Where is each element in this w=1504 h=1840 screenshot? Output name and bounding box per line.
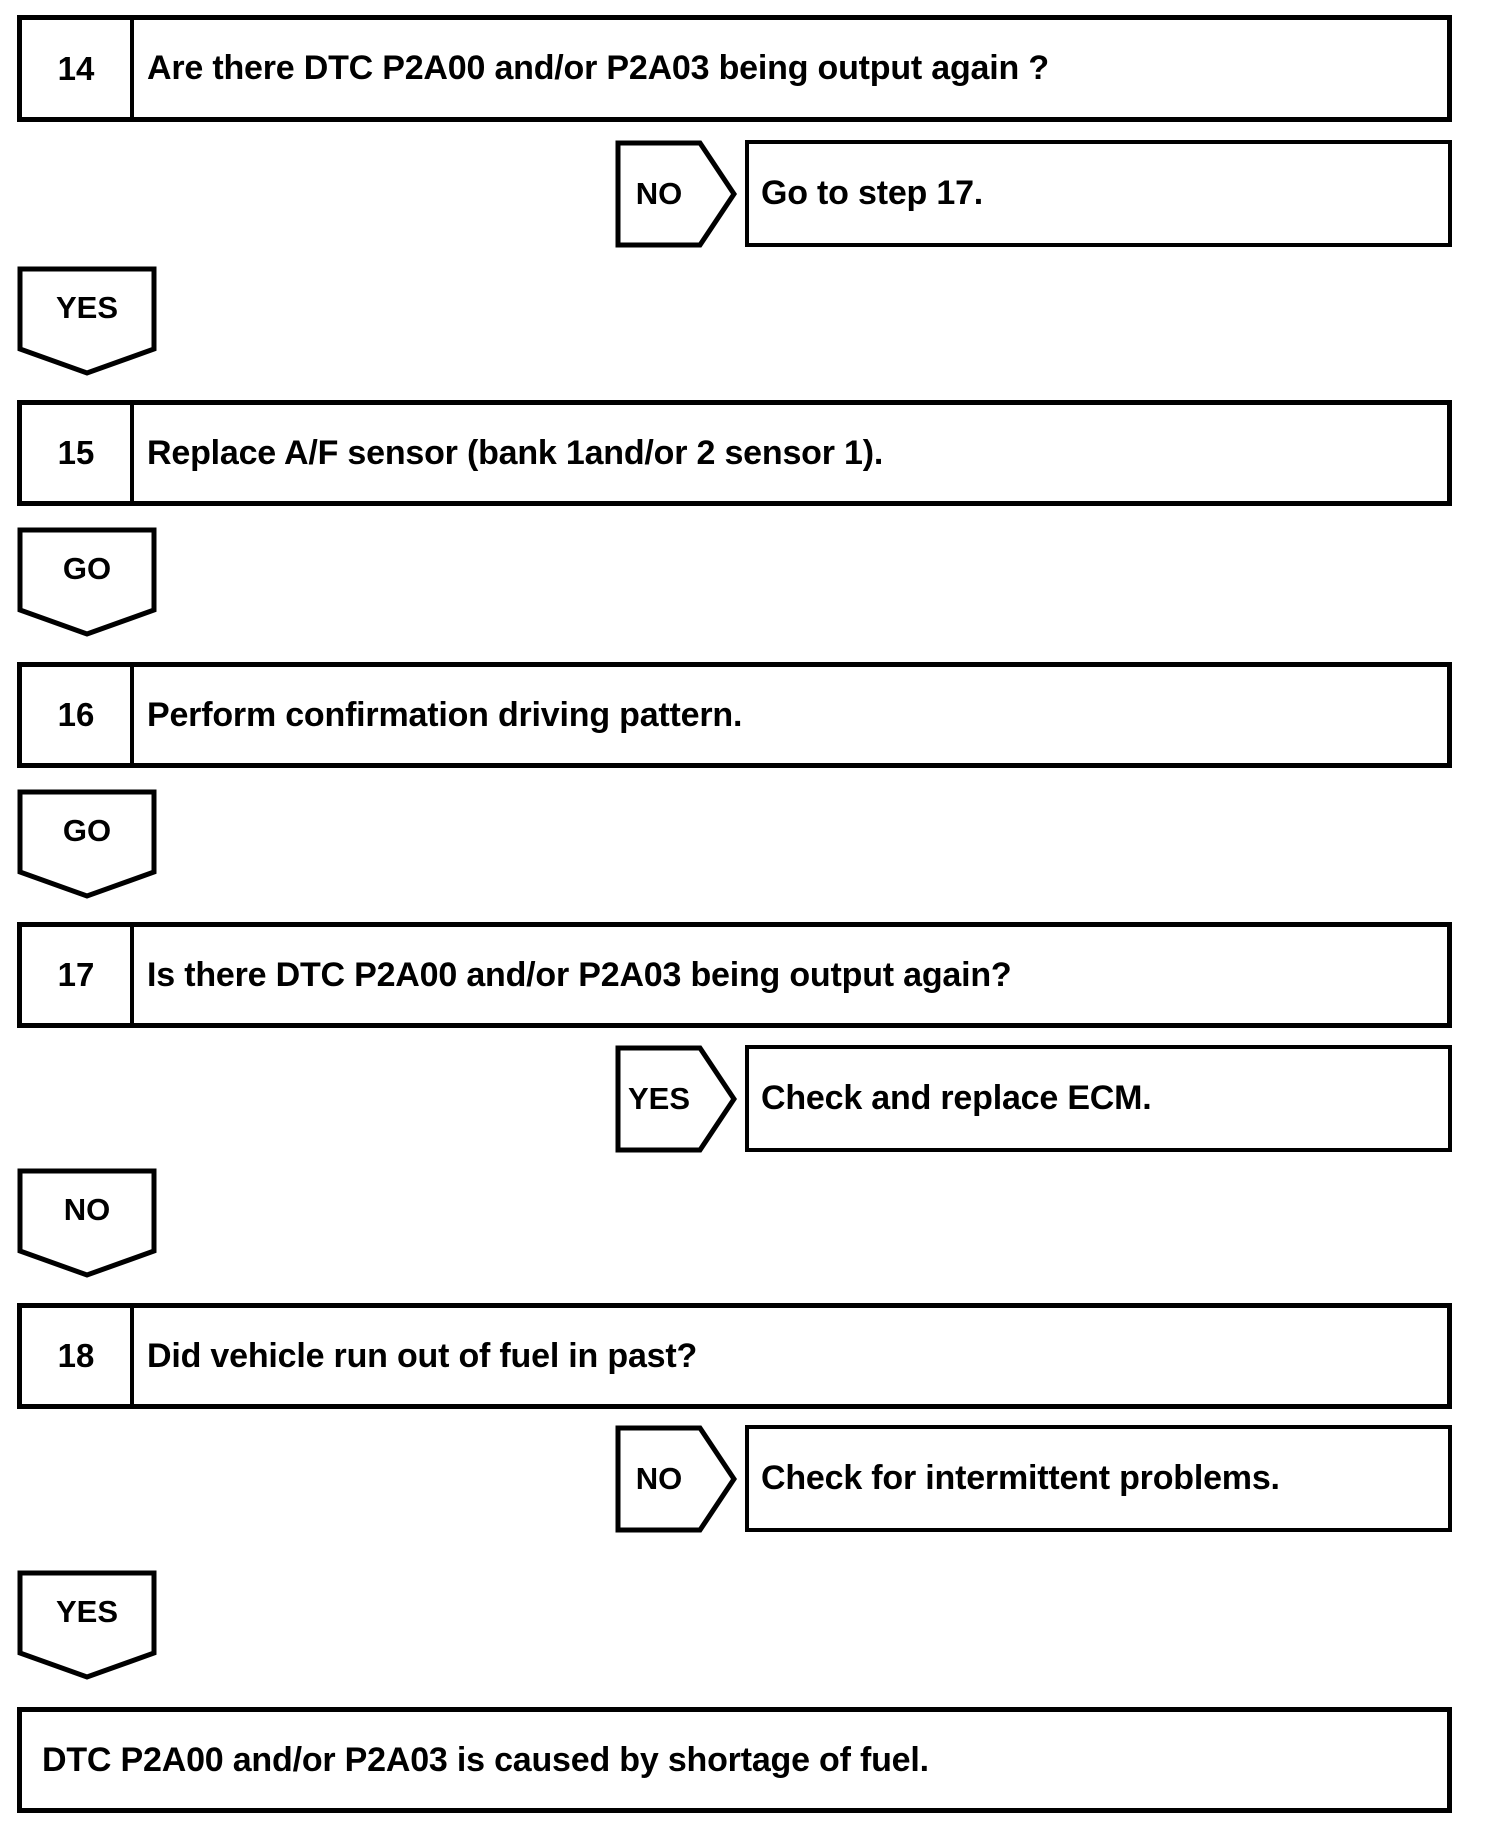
step-number: 15: [22, 405, 134, 501]
step-box-18: 18 Did vehicle run out of fuel in past?: [17, 1303, 1452, 1409]
step-box-17: 17 Is there DTC P2A00 and/or P2A03 being…: [17, 922, 1452, 1028]
branch-pentagon-no-1: NO: [615, 140, 737, 248]
result-box-check-intermittent: Check for intermittent problems.: [745, 1425, 1452, 1532]
right-arrow-shape: [615, 140, 737, 248]
down-arrow-shape: [17, 527, 157, 637]
connector-shield-go-1: GO: [17, 527, 157, 637]
down-arrow-shape: [17, 1570, 157, 1680]
step-number: 16: [22, 667, 134, 763]
step-text: Is there DTC P2A00 and/or P2A03 being ou…: [147, 955, 1012, 994]
connector-label: YES: [55, 1593, 119, 1629]
step-text: Did vehicle run out of fuel in past?: [147, 1336, 698, 1375]
down-arrow-shape: [17, 1168, 157, 1278]
result-text: Check and replace ECM.: [761, 1079, 1152, 1117]
branch-pentagon-yes: YES: [615, 1045, 737, 1153]
right-arrow-shape: [615, 1045, 737, 1153]
result-box-check-replace-ecm: Check and replace ECM.: [745, 1045, 1452, 1152]
branch-pentagon-no-2: NO: [615, 1425, 737, 1533]
result-text: Go to step 17.: [761, 174, 984, 212]
step-box-15: 15 Replace A/F sensor (bank 1and/or 2 se…: [17, 400, 1452, 506]
step-number: 18: [22, 1308, 134, 1404]
connector-label: GO: [62, 812, 112, 848]
connector-label: GO: [62, 550, 112, 586]
connector-shield-no: NO: [17, 1168, 157, 1278]
step-box-14: 14 Are there DTC P2A00 and/or P2A03 bein…: [17, 15, 1452, 122]
step-number: 17: [22, 927, 134, 1023]
right-arrow-shape: [615, 1425, 737, 1533]
step-text: Perform confirmation driving pattern.: [147, 695, 743, 734]
branch-label: NO: [635, 176, 683, 211]
step-text: Replace A/F sensor (bank 1and/or 2 senso…: [147, 433, 884, 472]
result-box-go-to-step-17: Go to step 17.: [745, 140, 1452, 247]
connector-label: YES: [55, 289, 119, 325]
branch-label: NO: [635, 1461, 683, 1496]
conclusion-box: DTC P2A00 and/or P2A03 is caused by shor…: [17, 1707, 1452, 1813]
branch-label: YES: [627, 1081, 691, 1116]
down-arrow-shape: [17, 266, 157, 376]
connector-shield-yes-1: YES: [17, 266, 157, 376]
connector-shield-go-2: GO: [17, 789, 157, 899]
step-text: Are there DTC P2A00 and/or P2A03 being o…: [147, 49, 1049, 87]
down-arrow-shape: [17, 789, 157, 899]
connector-label: NO: [63, 1191, 111, 1227]
step-number: 14: [22, 20, 134, 117]
step-box-16: 16 Perform confirmation driving pattern.: [17, 662, 1452, 768]
connector-shield-yes-2: YES: [17, 1570, 157, 1680]
conclusion-text: DTC P2A00 and/or P2A03 is caused by shor…: [42, 1740, 929, 1779]
result-text: Check for intermittent problems.: [761, 1459, 1280, 1497]
